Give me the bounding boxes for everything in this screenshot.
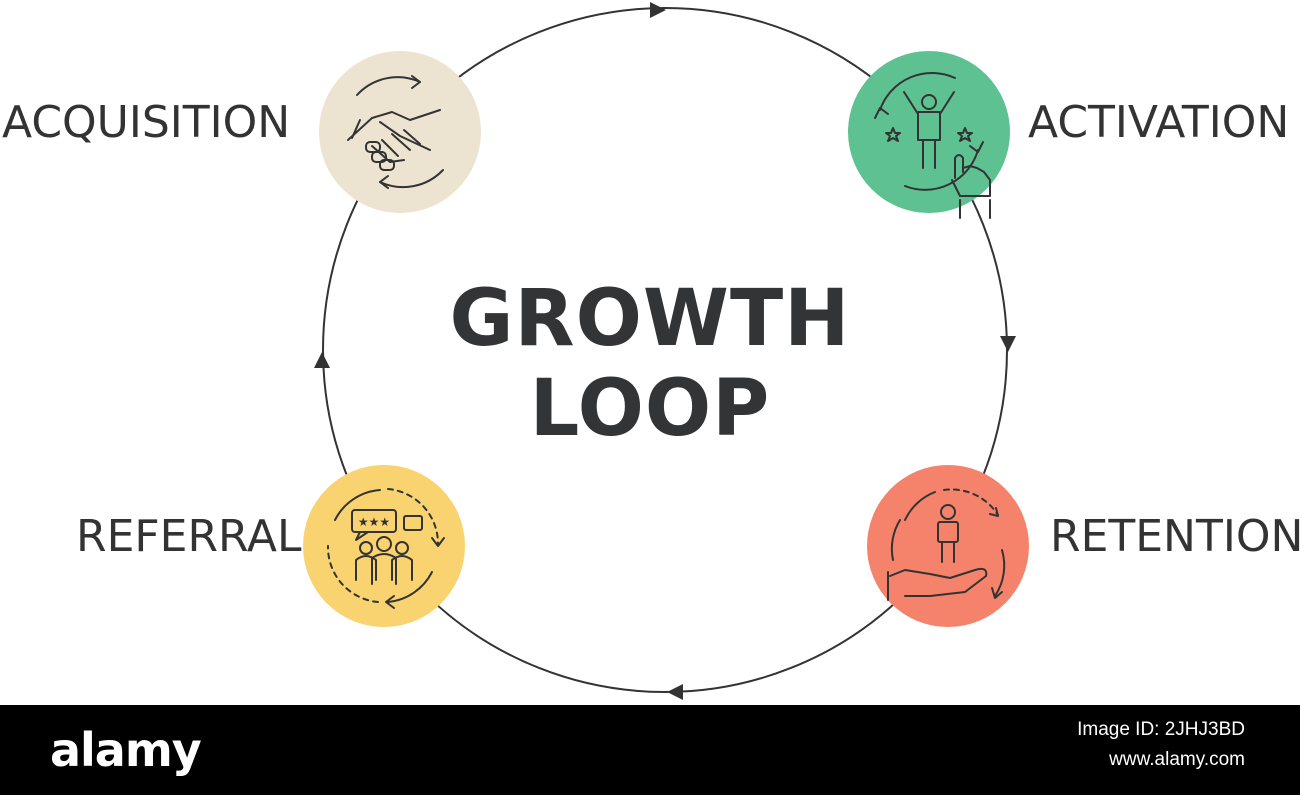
referral-circle xyxy=(303,465,465,627)
svg-text:★★★: ★★★ xyxy=(358,515,390,529)
arrow-bottom-left xyxy=(667,684,683,700)
acquisition-circle xyxy=(319,51,481,213)
acquisition-label: ACQUISITION xyxy=(2,97,291,148)
retention-circle xyxy=(867,465,1029,627)
brand-logo: alamy xyxy=(50,723,202,777)
image-id-text: Image ID: 2JHJ3BD xyxy=(1077,719,1245,740)
arrow-right-down xyxy=(1000,336,1016,352)
title-line-1: GROWTH xyxy=(449,274,851,364)
watermark-footer: alamy Image ID: 2JHJ3BD www.alamy.com xyxy=(0,705,1300,795)
person-on-hand-icon xyxy=(887,488,1006,601)
activation-circle xyxy=(848,51,1010,213)
group-review-icon: ★★★ xyxy=(326,488,445,609)
retention-label: RETENTION xyxy=(1050,511,1300,562)
arrow-left-up xyxy=(314,352,330,368)
handshake-icon xyxy=(347,75,444,189)
arrow-top-right xyxy=(650,2,666,18)
activation-label: ACTIVATION xyxy=(1028,97,1290,148)
referral-label: REFERRAL xyxy=(76,511,302,562)
growth-loop-diagram: ★★★ xyxy=(303,2,1029,700)
person-cheering-click-icon xyxy=(874,71,991,219)
site-url-text: www.alamy.com xyxy=(1109,749,1245,770)
title-line-2: LOOP xyxy=(529,364,771,454)
